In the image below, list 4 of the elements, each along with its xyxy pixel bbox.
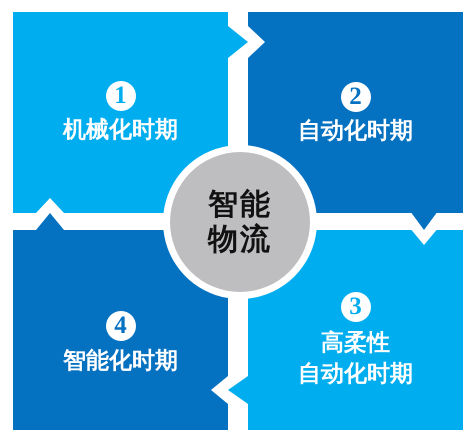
period-label: 机械化时期 <box>63 116 178 145</box>
period-label: 智能化时期 <box>63 347 178 376</box>
period-label: 自动化时期 <box>298 117 413 146</box>
period-label: 高柔性自动化时期 <box>297 329 414 389</box>
